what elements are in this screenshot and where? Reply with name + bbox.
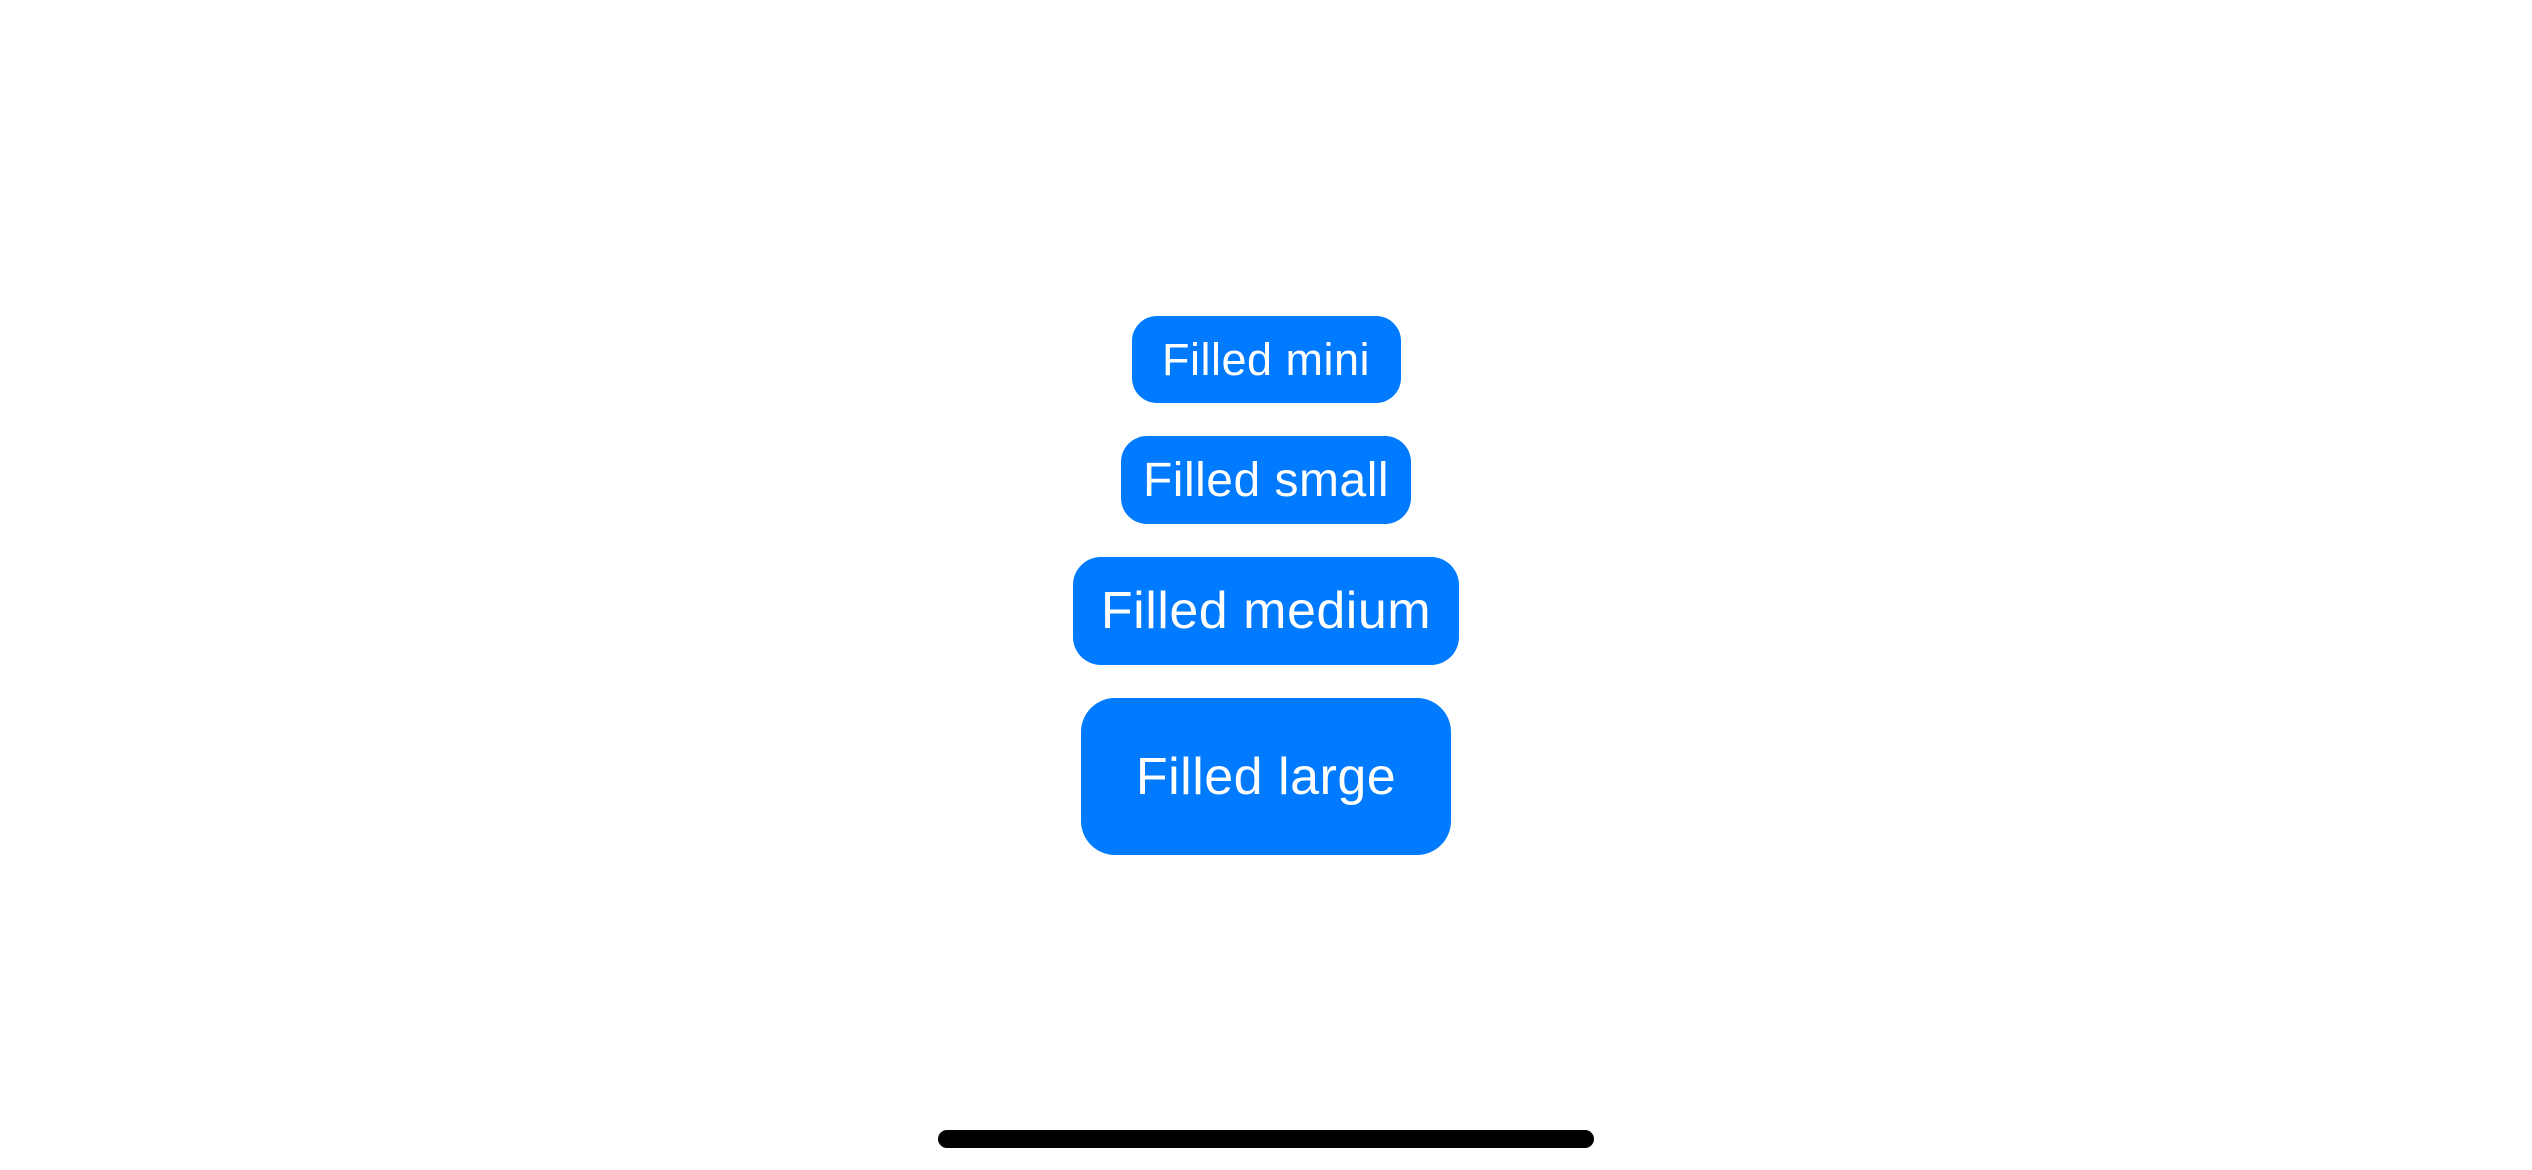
home-indicator[interactable] bbox=[938, 1130, 1594, 1148]
filled-mini-button[interactable]: Filled mini bbox=[1131, 316, 1401, 403]
button-stack: Filled mini Filled small Filled medium F… bbox=[1073, 316, 1459, 855]
filled-small-button[interactable]: Filled small bbox=[1121, 436, 1411, 524]
filled-large-button[interactable]: Filled large bbox=[1081, 698, 1451, 855]
filled-medium-button[interactable]: Filled medium bbox=[1073, 557, 1459, 665]
